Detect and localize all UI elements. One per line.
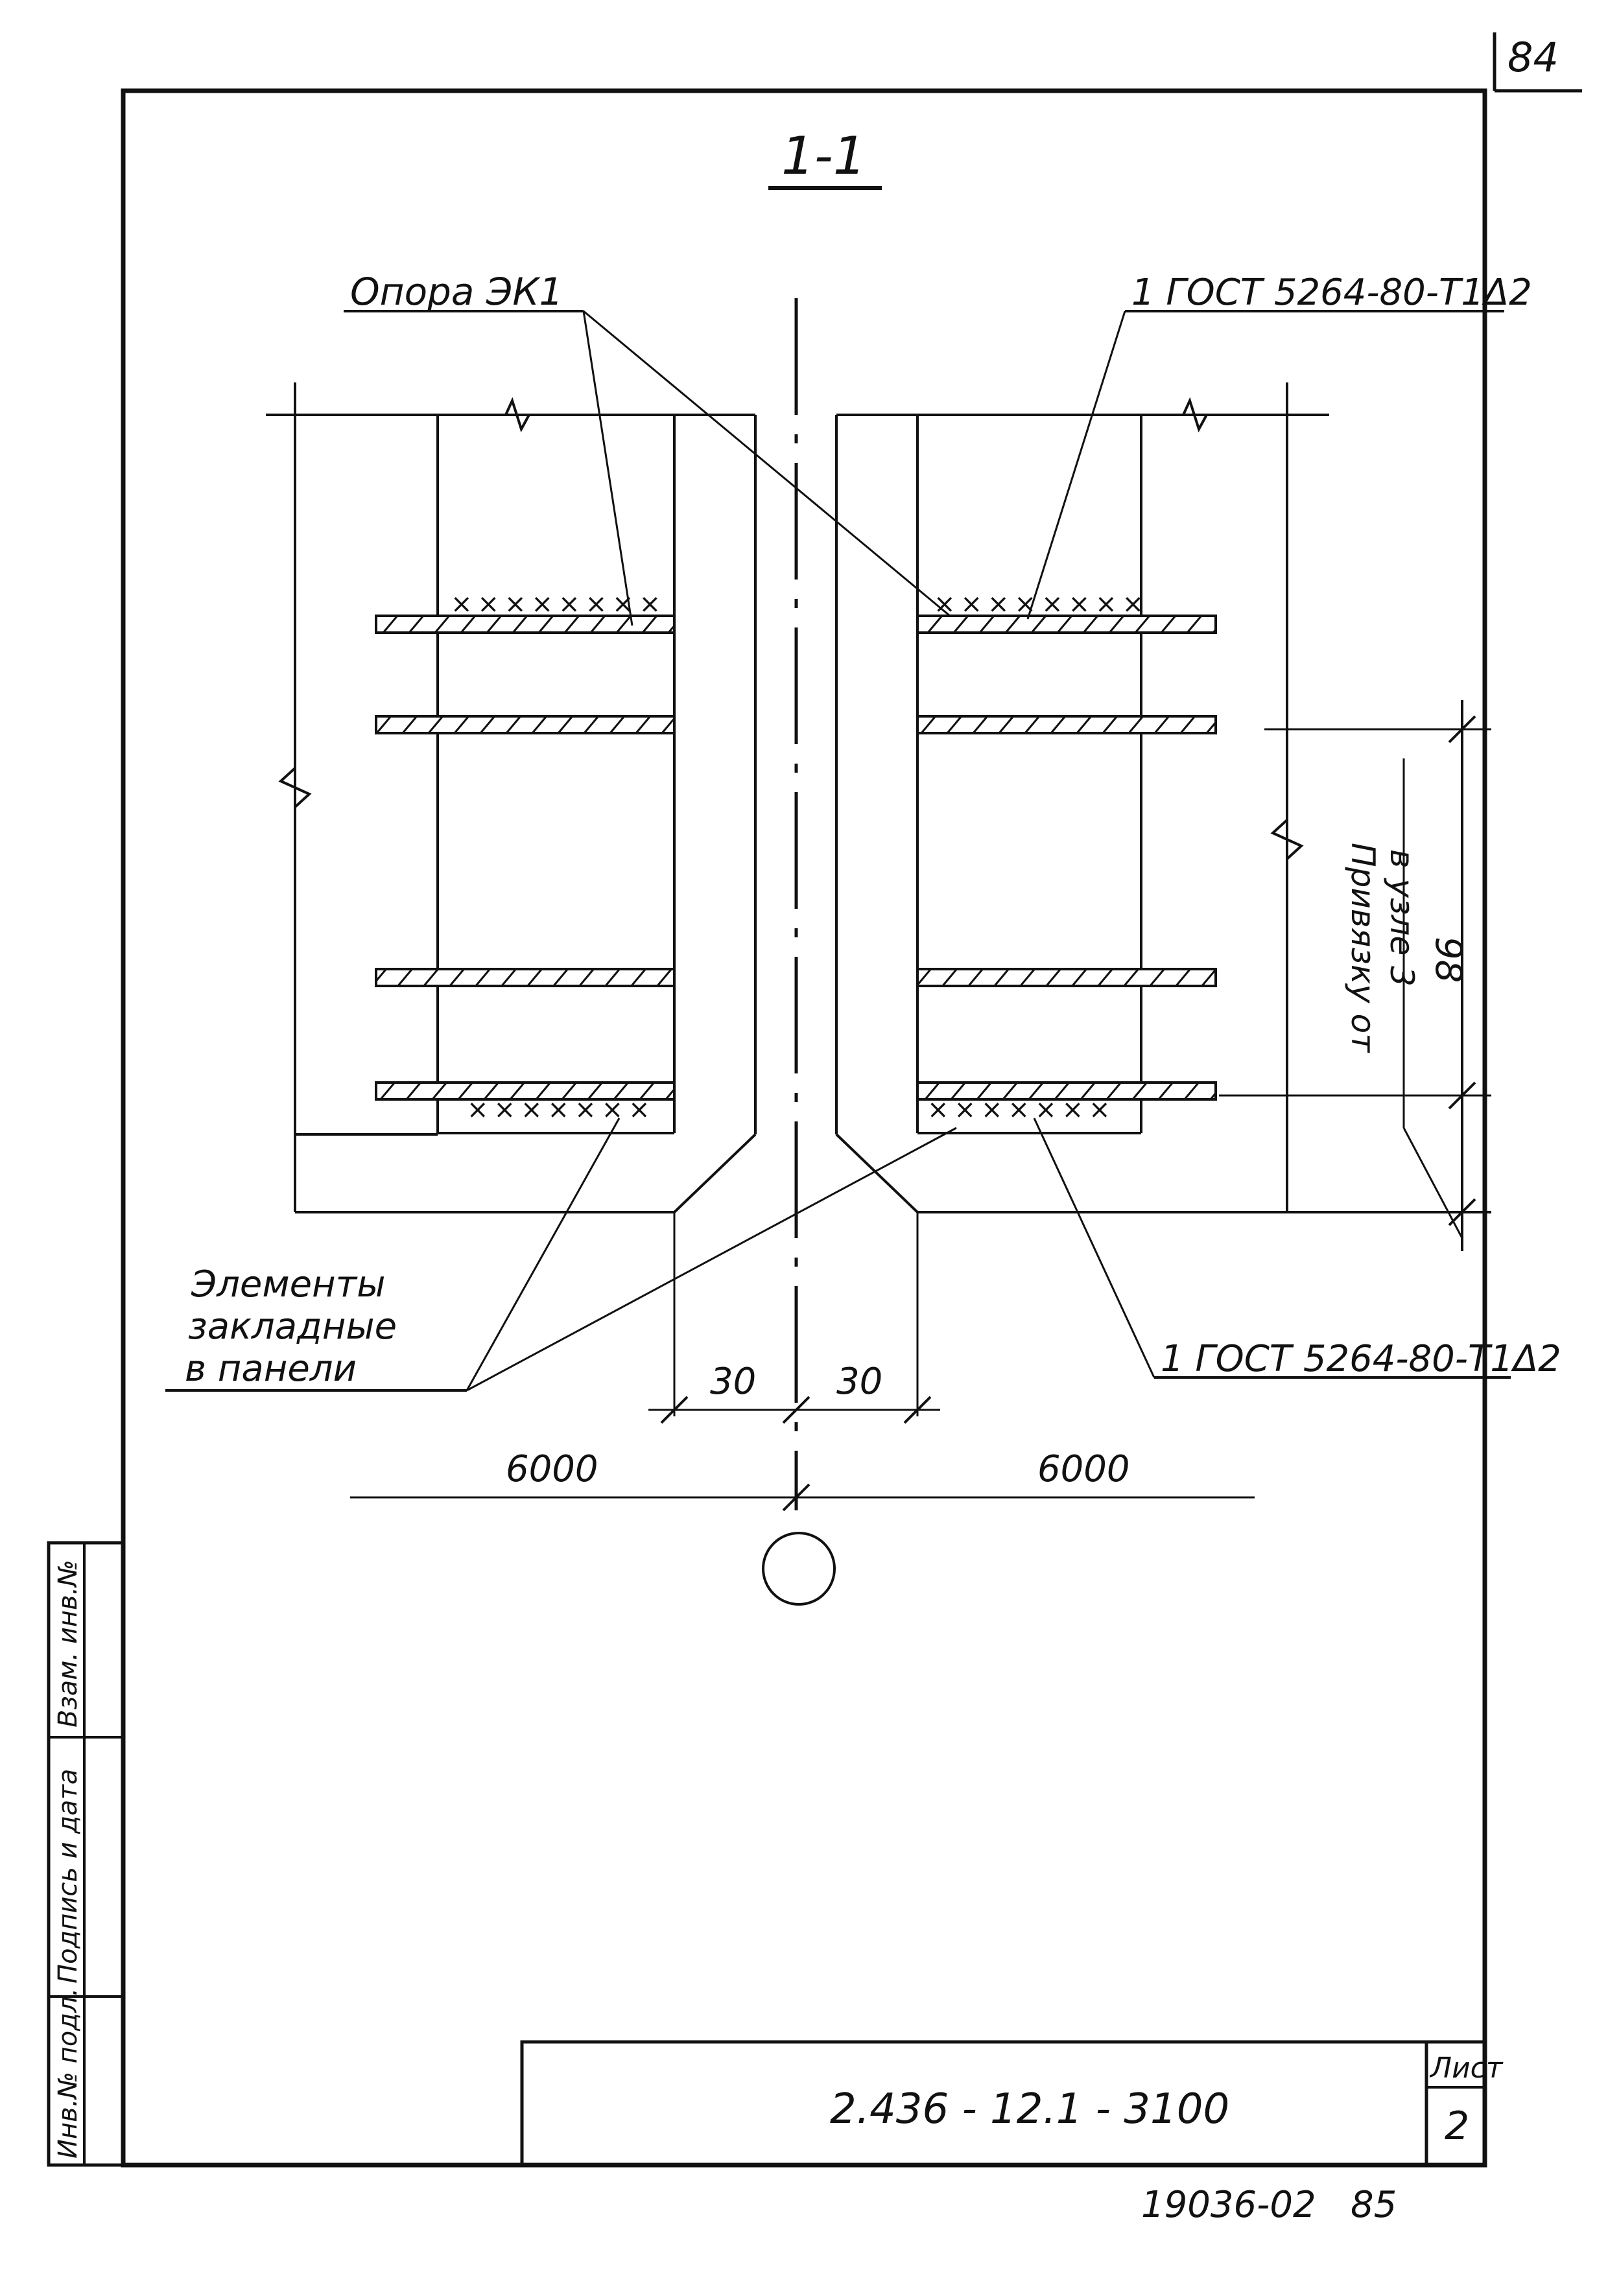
dimension-98-value: 98 xyxy=(1427,937,1469,983)
left-plate-4 xyxy=(375,1081,676,1101)
axis-marker-circle xyxy=(762,1532,836,1606)
page-number: 84 xyxy=(1508,34,1559,81)
dimension-gap-left: 30 xyxy=(710,1361,756,1403)
left-panel: ×××××××× ××××××× xyxy=(266,382,757,1416)
callout-embedded: Элементы закладные в панели xyxy=(165,1118,957,1392)
dimension-span-left: 6000 xyxy=(506,1448,598,1490)
binding-note-line2: в узле 3 xyxy=(1383,849,1421,987)
callout-support-text: Опора ЭК1 xyxy=(350,270,563,314)
callout-support: Опора ЭК1 xyxy=(344,270,951,626)
side-stamp-inv: Инв.№ подл. xyxy=(53,1988,83,2159)
sheet-number: 2 xyxy=(1445,2103,1469,2149)
section-label: 1-1 xyxy=(781,126,866,186)
callout-weld-bottom: 1 ГОСТ 5264-80-Т1Δ2 xyxy=(1033,1118,1561,1380)
side-stamp: Инв.№ подл. Подпись и дата Взам. инв.№ xyxy=(47,1541,125,2167)
callout-weld-top-text: 1 ГОСТ 5264-80-Т1Δ2 xyxy=(1131,272,1532,314)
title-block: 2.436 - 12.1 - 3100 Лист 2 xyxy=(520,2040,1504,2167)
left-weld-marks-bottom: ××××××× xyxy=(467,1095,656,1125)
footer-stamp: 19036-02 85 xyxy=(1141,2184,1397,2226)
right-weld-marks-bottom: ××××××× xyxy=(927,1095,1116,1125)
callout-weld-bottom-text: 1 ГОСТ 5264-80-Т1Δ2 xyxy=(1161,1338,1561,1380)
callout-embedded-line1: Элементы xyxy=(191,1263,386,1306)
left-plate-3 xyxy=(375,968,676,987)
dimension-gap-right: 30 xyxy=(836,1361,882,1403)
right-plate-2 xyxy=(916,715,1217,734)
right-weld-marks-top: ×××××××× xyxy=(934,589,1149,619)
left-weld-marks-top: ×××××××× xyxy=(451,589,666,619)
side-stamp-replace: Взам. инв.№ xyxy=(53,1560,83,1728)
bottom-dimensions: 30 30 6000 6000 xyxy=(350,1361,1255,1512)
sheet-frame xyxy=(121,88,1487,2168)
section-label-group: 1-1 xyxy=(768,126,882,190)
left-plate-1 xyxy=(375,615,676,634)
dimension-span-right: 6000 xyxy=(1037,1448,1130,1490)
sheet-label: Лист xyxy=(1429,2052,1504,2085)
right-plate-1 xyxy=(916,615,1217,634)
side-stamp-sign: Подпись и дата xyxy=(53,1769,83,1984)
callout-embedded-line3: в панели xyxy=(185,1348,357,1390)
dimension-98: 98 Привязку от в узле 3 xyxy=(1219,700,1491,1251)
left-plate-2 xyxy=(375,715,676,734)
page-number-mark: 84 xyxy=(1493,32,1582,93)
right-plate-3 xyxy=(916,968,1217,987)
callout-weld-top: 1 ГОСТ 5264-80-Т1Δ2 xyxy=(1026,272,1532,620)
binding-note-line1: Привязку от xyxy=(1344,843,1382,1053)
right-panel: ×××××××× ××××××× xyxy=(835,382,1491,1416)
document-code: 2.436 - 12.1 - 3100 xyxy=(830,2085,1229,2133)
right-plate-4 xyxy=(916,1081,1217,1101)
callout-embedded-line2: закладные xyxy=(188,1306,397,1348)
